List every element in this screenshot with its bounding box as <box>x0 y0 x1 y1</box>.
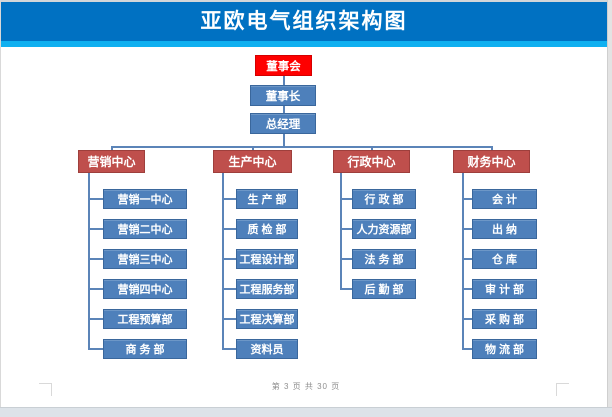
connector-line <box>222 258 236 260</box>
connector-line <box>340 173 342 289</box>
connector-line <box>88 228 103 230</box>
org-node[interactable]: 物 流 部 <box>472 339 537 359</box>
page-edge <box>607 0 612 417</box>
org-node[interactable]: 行 政 部 <box>352 189 416 209</box>
org-node[interactable]: 采 购 部 <box>472 309 537 329</box>
org-node[interactable]: 审 计 部 <box>472 279 537 299</box>
connector-line <box>88 288 103 290</box>
connector-line <box>462 318 472 320</box>
connector-line <box>222 348 236 350</box>
group-header-production[interactable]: 生产中心 <box>213 150 292 173</box>
connector-line <box>111 146 113 151</box>
connector-line <box>88 173 90 349</box>
group-header-admin[interactable]: 行政中心 <box>333 150 410 173</box>
connector-line <box>88 348 103 350</box>
connector-line <box>88 198 103 200</box>
margin-crop-mark <box>39 383 52 396</box>
connector-line <box>222 228 236 230</box>
title-banner: 亚欧电气组织架构图 <box>1 2 607 47</box>
org-node[interactable]: 营销一中心 <box>103 189 187 209</box>
org-node[interactable]: 营销二中心 <box>103 219 187 239</box>
banner-accent-strip <box>1 41 607 47</box>
org-node[interactable]: 法 务 部 <box>352 249 416 269</box>
org-node[interactable]: 会 计 <box>472 189 537 209</box>
connector-line <box>371 146 373 151</box>
org-node-chairman[interactable]: 董事长 <box>250 85 316 106</box>
banner-background: 亚欧电气组织架构图 <box>1 2 607 41</box>
org-node[interactable]: 工程决算部 <box>236 309 298 329</box>
connector-line <box>462 258 472 260</box>
group-header-marketing[interactable]: 营销中心 <box>78 150 145 173</box>
org-node[interactable]: 商 务 部 <box>103 339 187 359</box>
org-node[interactable]: 工程预算部 <box>103 309 187 329</box>
org-node[interactable]: 工程服务部 <box>236 279 298 299</box>
org-node[interactable]: 生 产 部 <box>236 189 298 209</box>
connector-line <box>340 258 352 260</box>
connector-line <box>491 146 493 151</box>
org-node[interactable]: 质 检 部 <box>236 219 298 239</box>
connector-line <box>88 258 103 260</box>
connector-line <box>462 198 472 200</box>
page-title: 亚欧电气组织架构图 <box>200 10 408 33</box>
org-node[interactable]: 仓 库 <box>472 249 537 269</box>
connector-line <box>340 288 352 290</box>
org-node-general-manager[interactable]: 总经理 <box>250 113 316 134</box>
connector-line <box>462 348 472 350</box>
connector-line <box>340 228 352 230</box>
connector-line <box>283 106 285 113</box>
connector-line <box>252 146 254 151</box>
org-node[interactable]: 工程设计部 <box>236 249 298 269</box>
org-node-board[interactable]: 董事会 <box>255 55 312 76</box>
connector-line <box>283 134 285 146</box>
page-number: 第 3 页 共 30 页 <box>271 382 341 391</box>
group-header-finance[interactable]: 财务中心 <box>453 150 530 173</box>
connector-line <box>283 76 285 85</box>
margin-crop-mark <box>556 383 569 396</box>
org-node[interactable]: 营销三中心 <box>103 249 187 269</box>
org-node[interactable]: 人力资源部 <box>352 219 416 239</box>
connector-line <box>222 198 236 200</box>
page-edge <box>0 0 1 417</box>
page-edge <box>0 407 612 417</box>
connector-line <box>340 198 352 200</box>
org-node[interactable]: 后 勤 部 <box>352 279 416 299</box>
org-node[interactable]: 营销四中心 <box>103 279 187 299</box>
org-node[interactable]: 出 纳 <box>472 219 537 239</box>
connector-line <box>88 318 103 320</box>
connector-line <box>462 173 464 349</box>
connector-line <box>222 318 236 320</box>
page-edge <box>0 0 612 2</box>
connector-line <box>222 288 236 290</box>
connector-line <box>222 173 224 349</box>
org-node[interactable]: 资料员 <box>236 339 298 359</box>
connector-line <box>111 146 492 148</box>
connector-line <box>462 228 472 230</box>
connector-line <box>462 288 472 290</box>
